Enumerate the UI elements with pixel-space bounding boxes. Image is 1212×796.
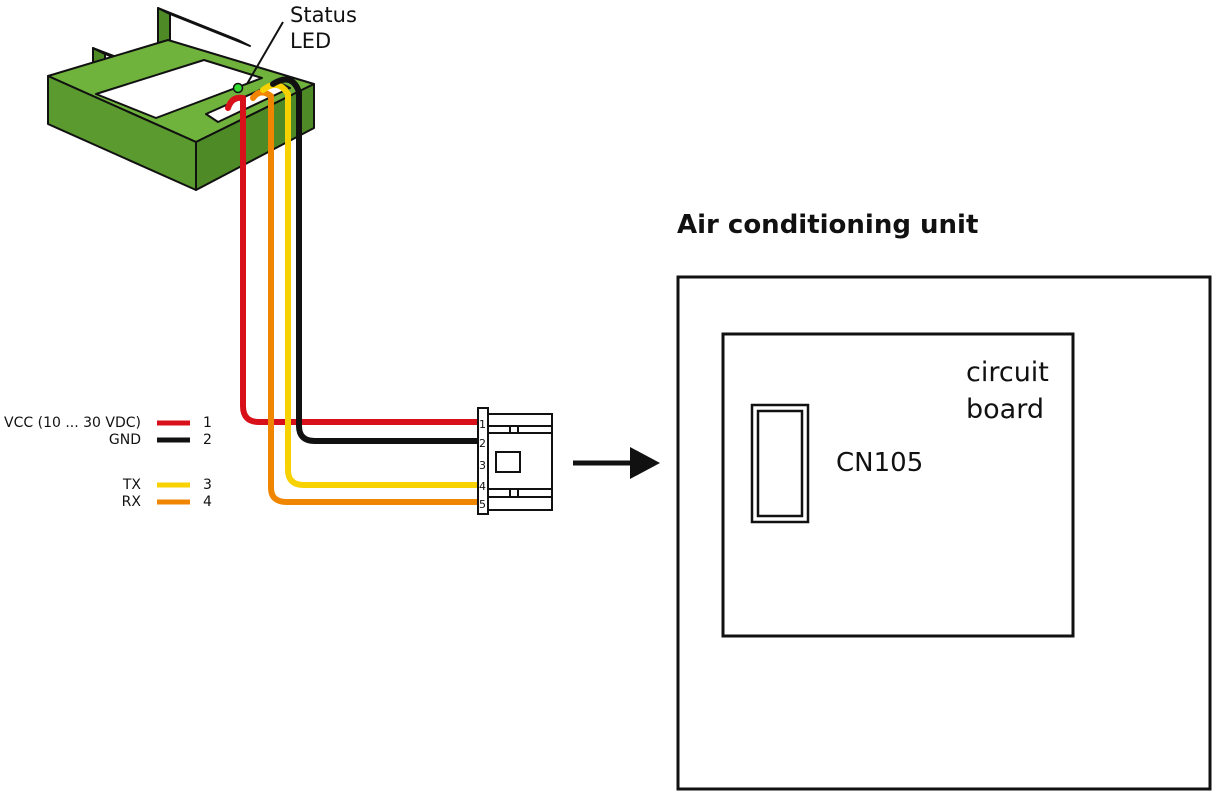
adapter-module-icon <box>47 7 315 191</box>
circuit-board-label: circuit board <box>966 354 1049 428</box>
pin-label: 2 <box>479 437 486 450</box>
status-led-label-line1: Status <box>290 3 357 27</box>
connector-plug-icon <box>477 407 553 515</box>
legend-label-rx: RX <box>121 494 141 510</box>
wire-rx <box>250 89 481 505</box>
legend-pin-4: 4 <box>203 494 212 510</box>
legend-label-tx: TX <box>122 477 141 493</box>
unit-title: Air conditioning unit <box>677 210 979 240</box>
pin-label: 3 <box>479 459 486 472</box>
legend-label-gnd: GND <box>108 432 141 448</box>
wire-gnd <box>270 76 481 444</box>
circuit-board-label-line2: board <box>966 394 1044 425</box>
legend-pin-2: 2 <box>203 432 212 448</box>
arrow-right-icon <box>573 447 660 479</box>
legend-pin-1: 1 <box>203 415 212 431</box>
status-led-pointer <box>246 21 284 85</box>
status-led-label: Status LED <box>290 2 357 54</box>
legend-label-vcc: VCC (10 ... 30 VDC) <box>4 415 141 431</box>
pin-label: 4 <box>479 480 486 493</box>
legend-pin-3: 3 <box>203 477 212 493</box>
connector-pin-labels: 1 2 3 4 5 <box>479 418 486 511</box>
circuit-board-box <box>721 332 1075 638</box>
pin-label: 5 <box>479 498 486 511</box>
cn105-label: CN105 <box>836 448 924 478</box>
wire-vcc <box>225 94 481 425</box>
cn105-socket <box>750 403 810 524</box>
pin-label: 1 <box>479 418 486 431</box>
legend-swatches <box>157 420 190 505</box>
status-led-icon <box>232 82 244 94</box>
status-led-label-line2: LED <box>290 29 332 53</box>
circuit-board-label-line1: circuit <box>966 357 1049 388</box>
